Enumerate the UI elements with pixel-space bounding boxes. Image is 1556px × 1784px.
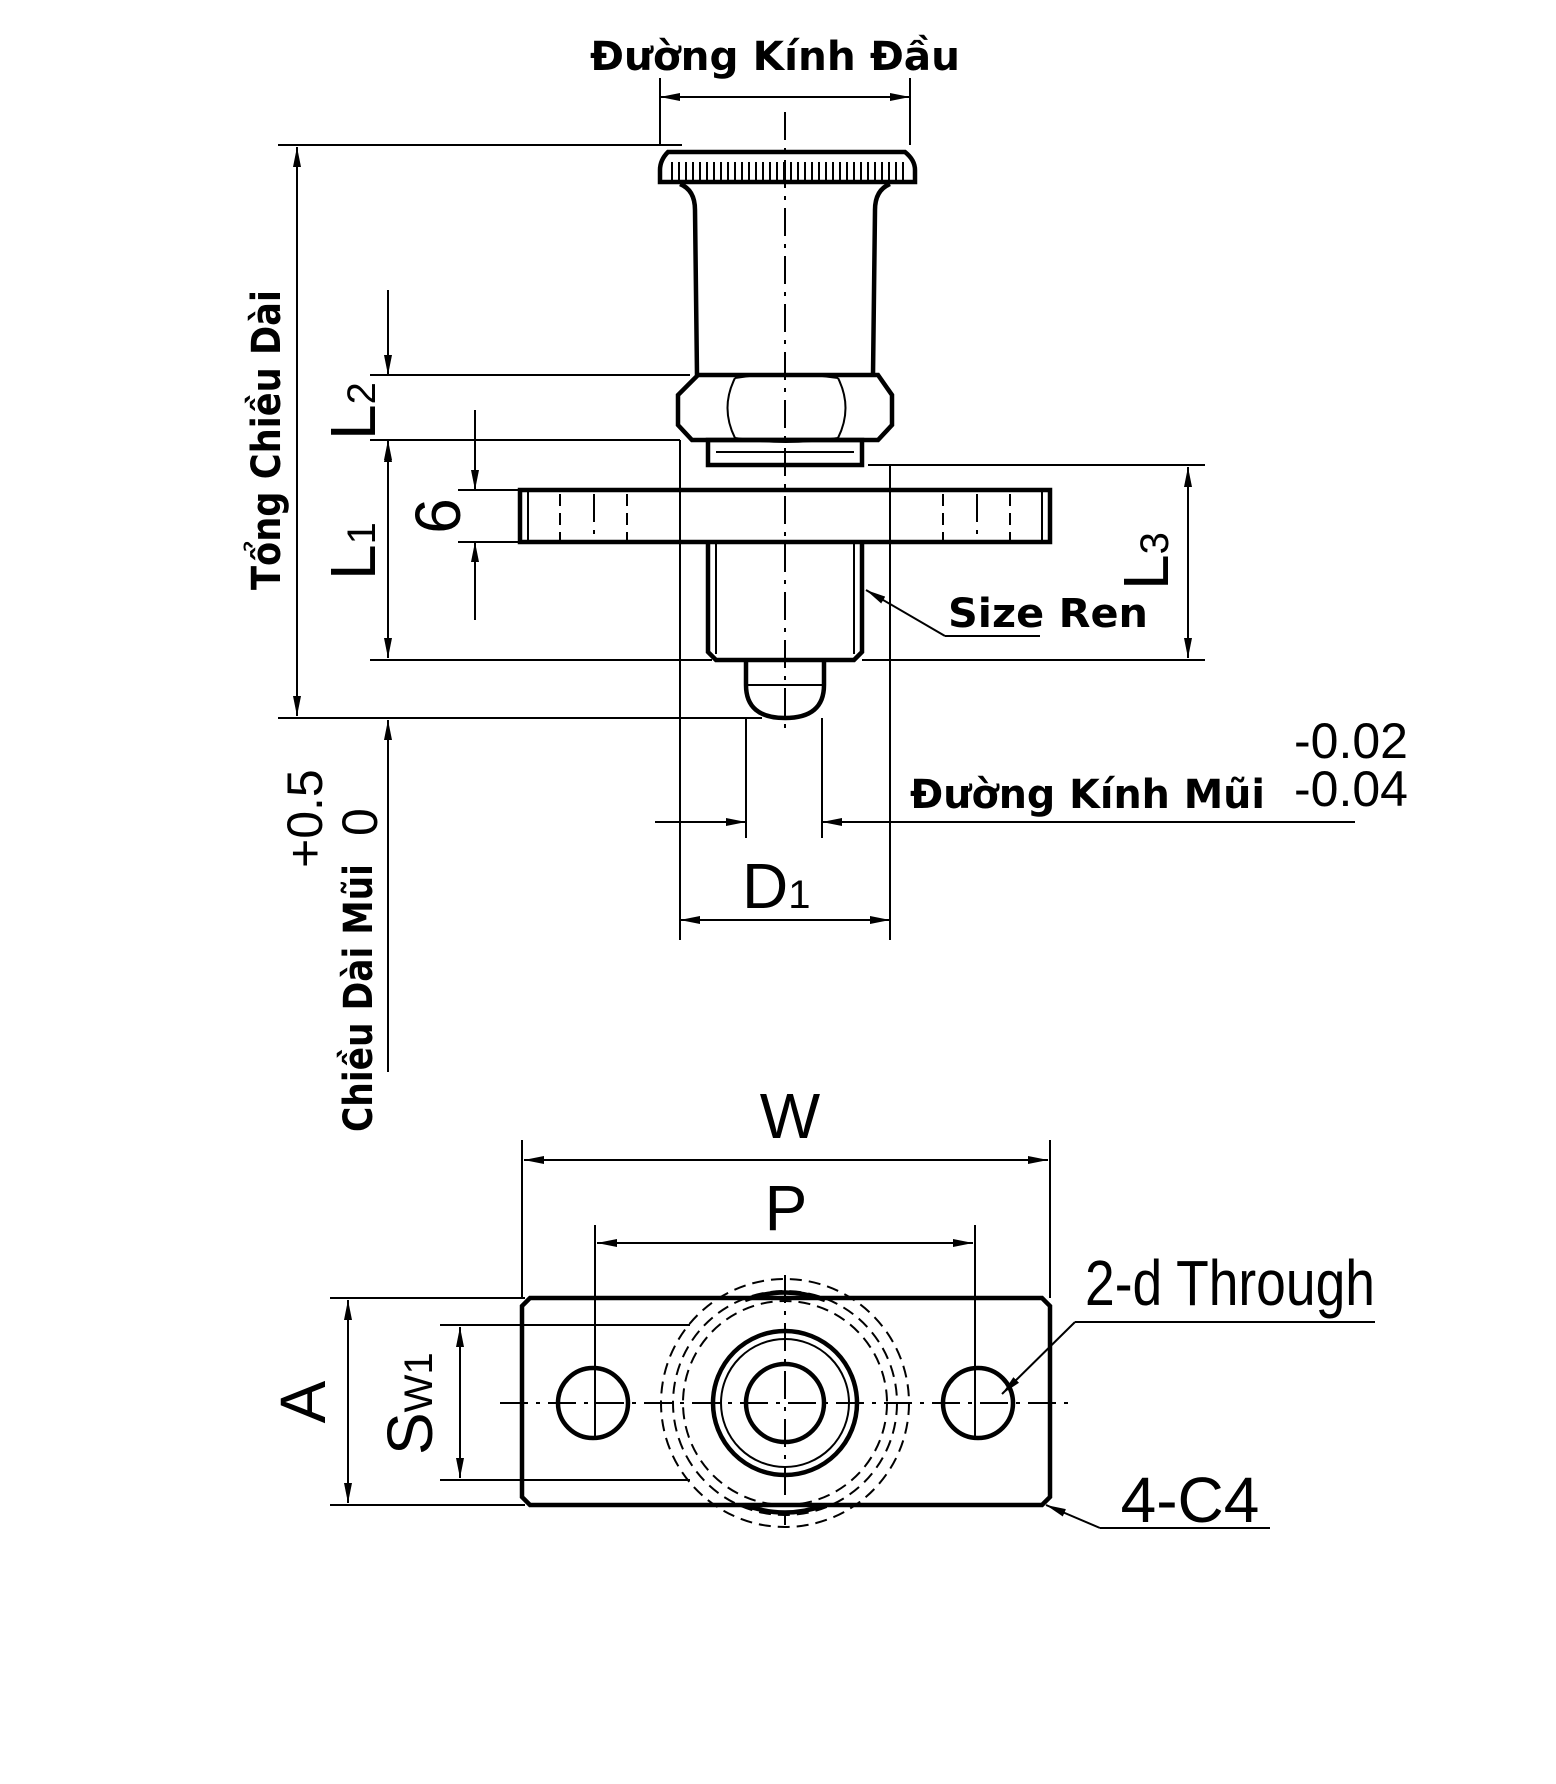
- nose-length-tol-lower: 0: [332, 808, 388, 836]
- through-hole-callout: 2-d Through: [1001, 1247, 1375, 1395]
- nose-length-dimension: Chiều Dài Mũi +0.5 0: [277, 720, 392, 1132]
- D1-label: D: [742, 850, 788, 922]
- plunger-nose-circle: [743, 1361, 827, 1445]
- A-dimension: A: [267, 1297, 525, 1506]
- svg-text:L3: L3: [1110, 532, 1182, 590]
- top-view: [500, 1275, 1072, 1528]
- knurled-knob: [657, 149, 918, 376]
- nose-diameter-tol-lower: -0.04: [1294, 761, 1408, 817]
- total-length-dimension: Tổng Chiều Dài: [242, 144, 762, 719]
- thread-body: [705, 542, 865, 663]
- SW1-label: S: [374, 1412, 446, 1455]
- svg-text:D1: D1: [742, 850, 810, 922]
- plunger-nose: [743, 660, 827, 721]
- nose-diameter-dimension: Đường Kính Mũi -0.02 -0.04: [655, 713, 1408, 838]
- plate-thickness-dimension: 6: [402, 410, 522, 620]
- thread-size-callout: Size Ren: [865, 589, 1148, 637]
- nose-diameter-tol-upper: -0.02: [1294, 713, 1408, 769]
- chamfer-label: 4-C4: [1121, 1464, 1260, 1536]
- mounting-hole-right: [940, 1365, 1016, 1441]
- D1-dimension: D1: [679, 440, 891, 940]
- plunger-body-circle: [710, 1328, 860, 1478]
- L2-label: L: [317, 404, 389, 440]
- chamfer-callout: 4-C4: [1045, 1464, 1270, 1536]
- A-label: A: [267, 1380, 339, 1423]
- svg-text:L2: L2: [317, 382, 389, 440]
- nose-diameter-label: Đường Kính Mũi: [910, 772, 1265, 818]
- through-hole-label: 2-d Through: [1085, 1247, 1375, 1319]
- L2-dimension: L2: [317, 290, 690, 460]
- W-label: W: [760, 1080, 821, 1152]
- thread-size-label: Size Ren: [948, 591, 1148, 637]
- svg-text:L1: L1: [317, 522, 389, 580]
- L1-dimension: L1: [317, 442, 712, 661]
- L1-label: L: [317, 544, 389, 580]
- P-label: P: [765, 1172, 808, 1244]
- mounting-hole-left: [555, 1365, 631, 1441]
- L3-dimension: L3: [862, 464, 1205, 661]
- W-dimension: W: [521, 1080, 1051, 1298]
- svg-text:SW1: SW1: [374, 1352, 446, 1455]
- nose-length-label: Chiều Dài Mũi: [336, 864, 382, 1132]
- flange-plate: [517, 487, 1053, 545]
- total-length-label: Tổng Chiều Dài: [242, 290, 290, 590]
- nose-length-tol-upper: +0.5: [277, 769, 333, 868]
- SW1-dimension: SW1: [374, 1324, 690, 1481]
- head-diameter-label: Đường Kính Đầu: [590, 34, 960, 80]
- head-diameter-dimension: Đường Kính Đầu: [590, 34, 960, 145]
- base-plate-outline: [519, 1295, 1053, 1508]
- P-dimension: P: [594, 1172, 976, 1440]
- plate-thickness-label: 6: [402, 498, 474, 534]
- L3-label: L: [1110, 554, 1182, 590]
- side-view: [517, 112, 1053, 735]
